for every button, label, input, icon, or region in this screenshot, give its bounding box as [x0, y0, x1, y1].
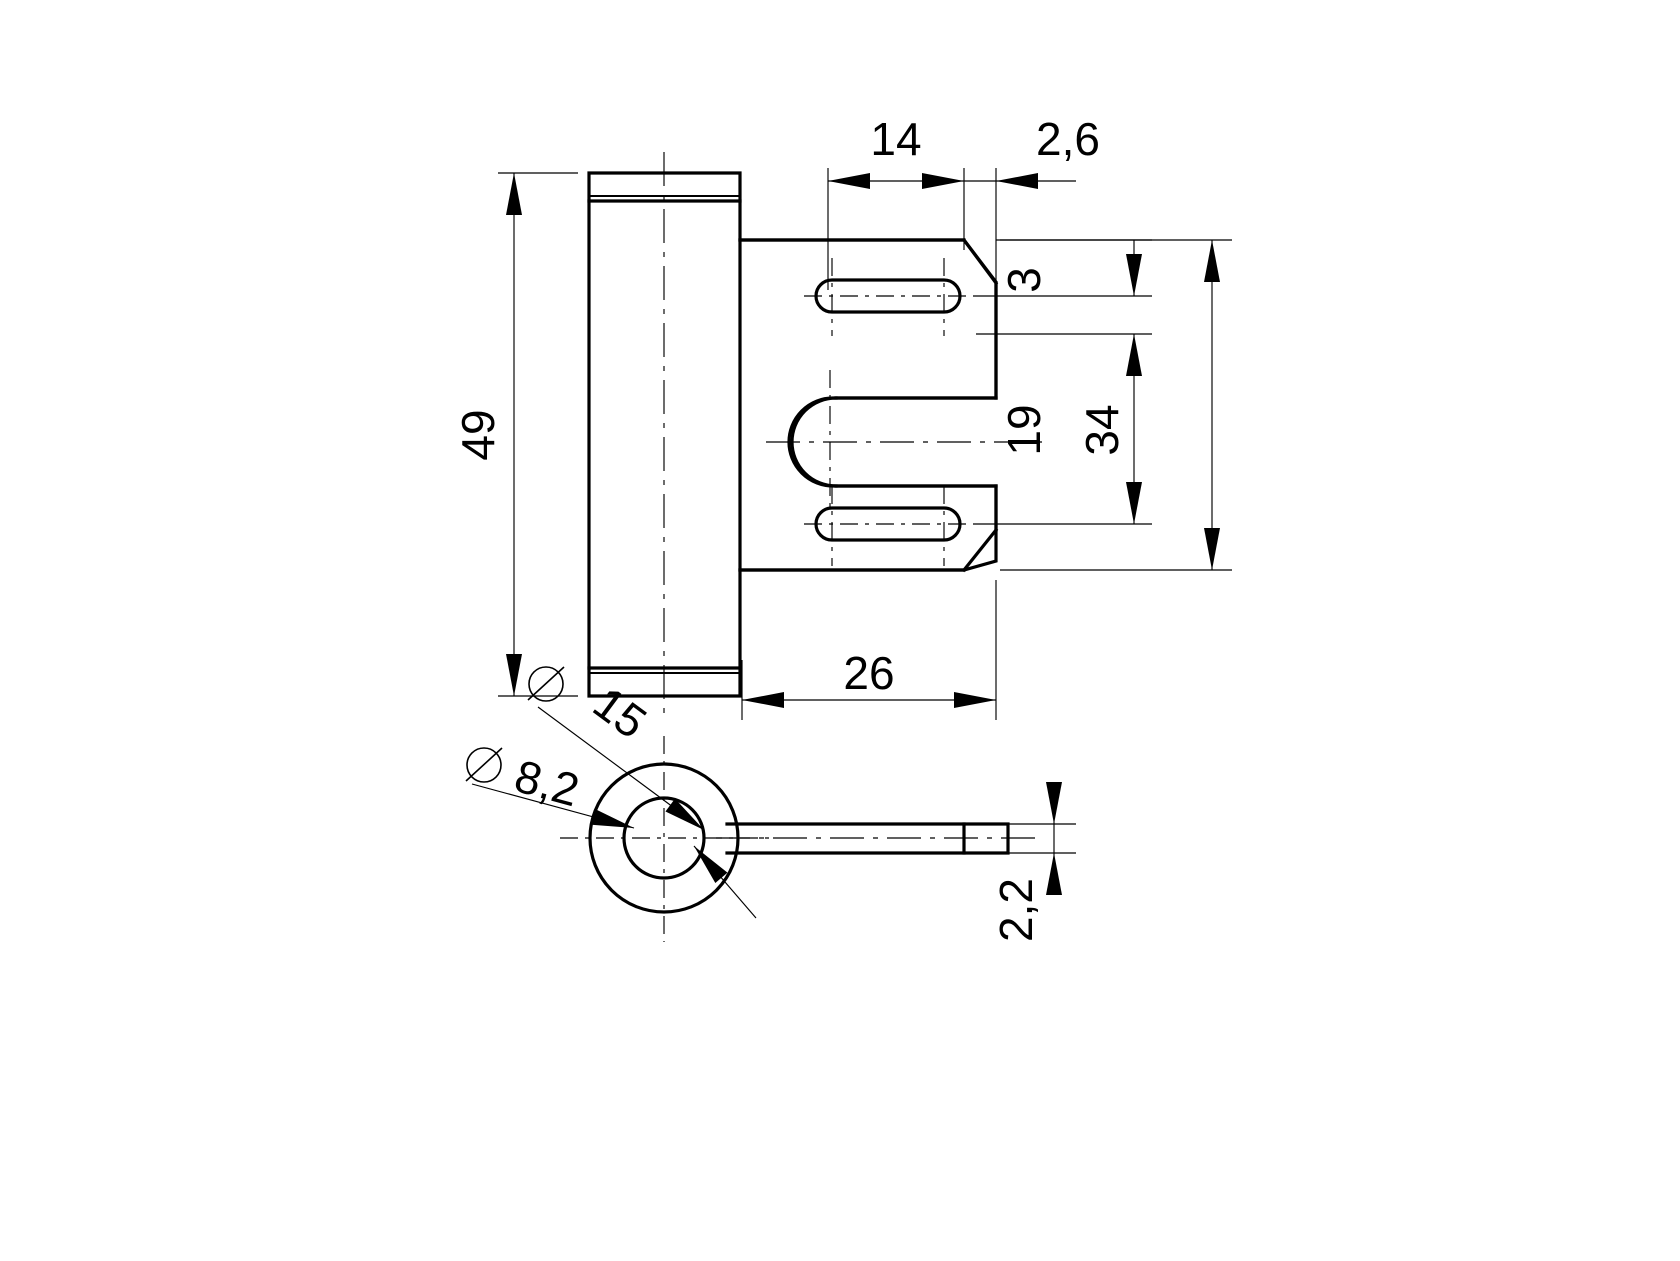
- dim-2-6-label: 2,6: [1036, 113, 1100, 165]
- lower-slot-hole: [804, 486, 976, 566]
- dimension-2-6: 2,6: [964, 113, 1100, 290]
- dimension-34: 34: [1000, 239, 1232, 571]
- dim-2-2-label: 2,2: [990, 878, 1042, 942]
- upper-slot-hole: [804, 258, 976, 336]
- dim-3-label: 3: [998, 267, 1050, 293]
- front-view-barrel: [587, 152, 742, 722]
- dim-14-label: 14: [870, 113, 921, 165]
- bottom-view: [560, 736, 1040, 942]
- dim-diameter-15-label: 15: [584, 676, 656, 748]
- diameter-symbol: [527, 666, 565, 702]
- dim-19-label: 19: [998, 404, 1050, 455]
- dimension-2-2: 2,2: [990, 782, 1076, 942]
- dim-49-label: 49: [452, 409, 504, 460]
- dimension-19: 19: [976, 333, 1152, 525]
- dim-26-label: 26: [843, 647, 894, 699]
- dimension-26: 26: [741, 580, 997, 720]
- dim-34-label: 34: [1076, 404, 1128, 455]
- dimension-49: 49: [452, 172, 578, 697]
- front-view-bracket-plate: [738, 237, 1046, 573]
- diameter-symbol: [465, 747, 503, 783]
- dimension-3: 3: [976, 239, 1152, 297]
- dim-diameter-8-2-label: 8,2: [509, 749, 584, 816]
- dimension-14: 14: [827, 113, 965, 290]
